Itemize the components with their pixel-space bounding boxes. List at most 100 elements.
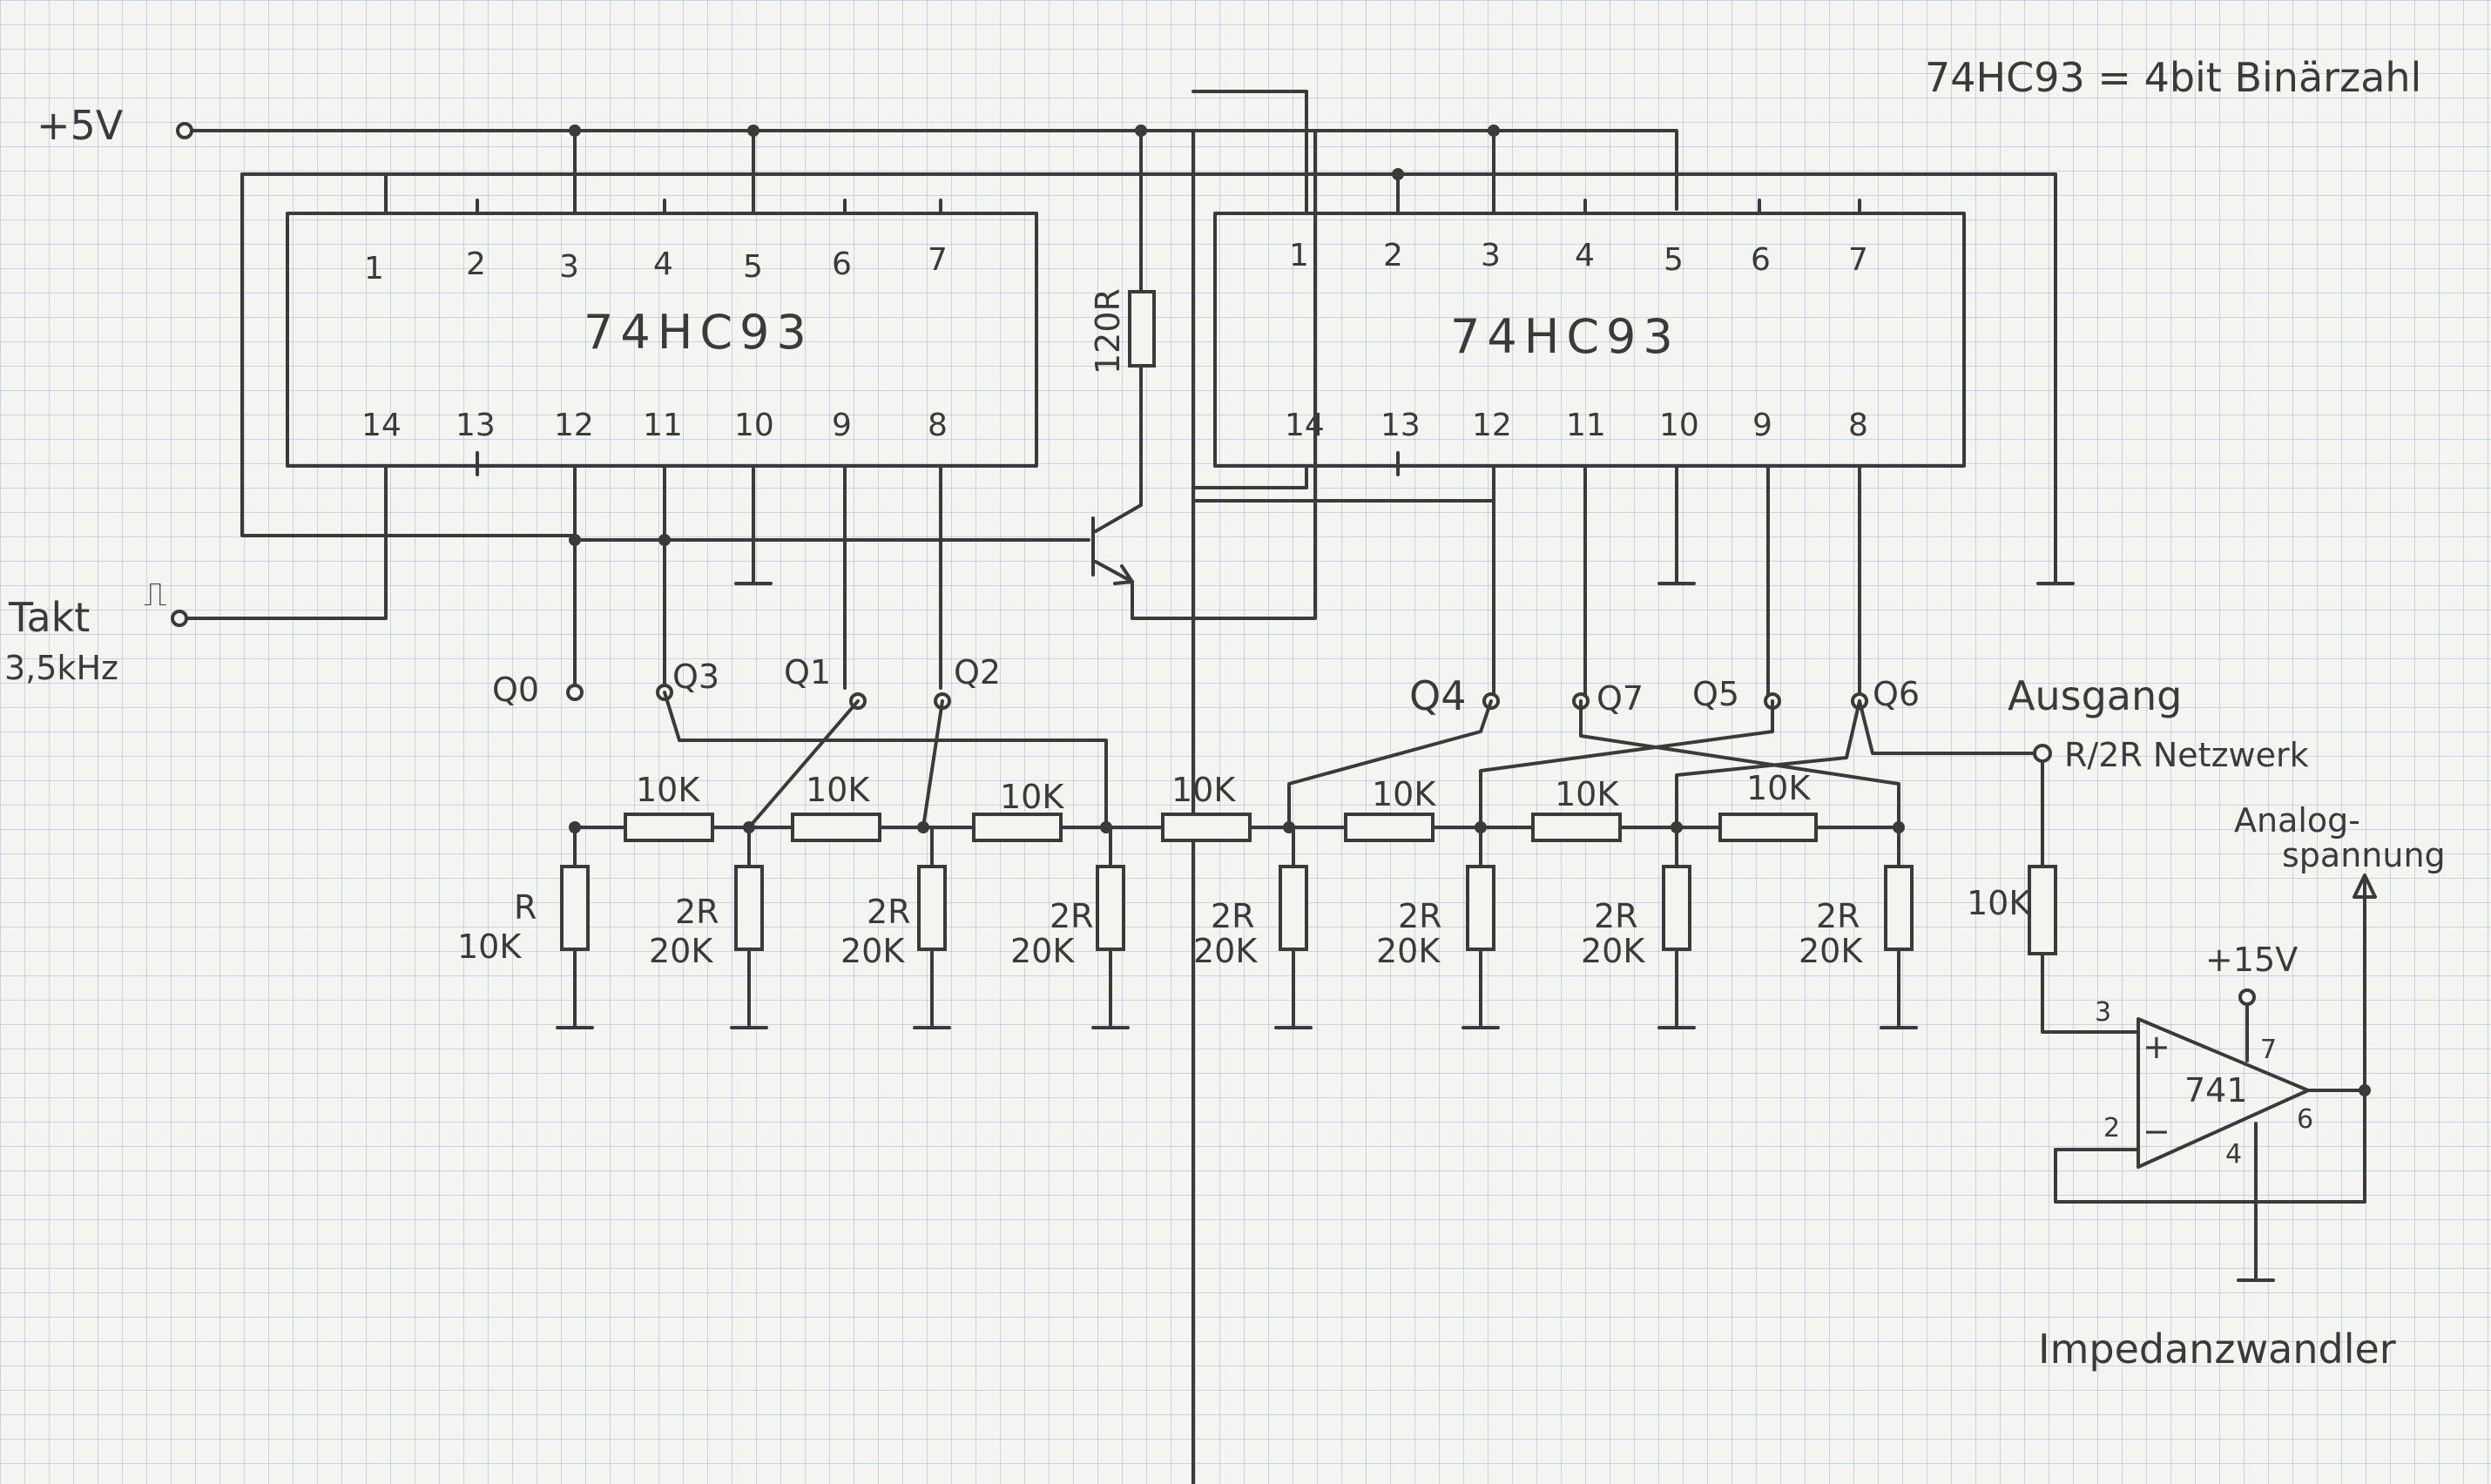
emitter-loop xyxy=(1131,129,1317,620)
opamp-name: 741 xyxy=(2184,1071,2248,1110)
shunt-6-name: 2R xyxy=(1594,897,1638,935)
chip2-pin-8: 8 xyxy=(1848,408,1868,443)
chip1-pin-11: 11 xyxy=(643,408,683,443)
chip1-pin-1: 1 xyxy=(364,251,384,287)
shunt-7-name: 2R xyxy=(1816,897,1860,935)
shunt-resistor-7 xyxy=(1884,865,1914,951)
supply-terminal xyxy=(176,122,193,139)
chip1-pin-6: 6 xyxy=(832,246,852,282)
chip2-pin-5: 5 xyxy=(1664,242,1684,278)
chip-74hc93-2 xyxy=(1213,212,1966,468)
chip1-pin-2: 2 xyxy=(466,246,486,282)
shunt-1-value: 20K xyxy=(649,932,713,970)
chip1-pin-4: 4 xyxy=(653,246,673,282)
output-label: Ausgang xyxy=(2008,672,2182,719)
chip2-pin-14: 14 xyxy=(1285,408,1325,443)
shunt-resistor-2 xyxy=(917,865,947,951)
supply-label: +5V xyxy=(37,102,124,149)
label-q0: Q0 xyxy=(492,671,539,709)
transistor-legs xyxy=(1094,503,1143,583)
shunt-2-value: 20K xyxy=(840,932,905,970)
label-q5: Q5 xyxy=(1692,675,1739,713)
shunt-r-name: R xyxy=(514,888,537,927)
chip2-name: 74HC93 xyxy=(1450,309,1680,364)
opamp-supply-terminal xyxy=(2238,988,2256,1006)
ladder-node xyxy=(917,821,929,833)
junction-dot xyxy=(658,534,671,546)
chip2-pin-10: 10 xyxy=(1659,408,1699,443)
wire-q4-to-node5 xyxy=(1287,699,1493,829)
ground-rail xyxy=(240,172,2057,585)
chip-74hc93-1 xyxy=(286,212,1038,468)
series-resistors: 10K 10K 10K 10K 10K 10K 10K xyxy=(624,769,1818,842)
opamp-minus: − xyxy=(2143,1112,2170,1150)
chip2-pin10-ground xyxy=(1657,464,1696,585)
chip2-top-pins: 1 2 3 4 5 6 7 xyxy=(1289,238,1868,278)
series-resistor-6 xyxy=(1531,813,1622,842)
chip2-pin-9: 9 xyxy=(1752,408,1772,443)
chip1-pin-13: 13 xyxy=(456,408,496,443)
chip2-pin-12: 12 xyxy=(1472,408,1512,443)
chip1-pin-9: 9 xyxy=(832,408,852,443)
shunt-resistor-1 xyxy=(734,865,764,951)
junction-dot xyxy=(1488,125,1500,137)
output-terminals: Q0 Q3 Q1 Q2 Q4 Q7 Q5 Q6 xyxy=(492,653,1920,719)
label-q4: Q4 xyxy=(1409,672,1466,719)
analog-label-2: spannung xyxy=(2282,836,2446,874)
shunt-3-name: 2R xyxy=(1050,897,1094,935)
shunt-2-name: 2R xyxy=(867,893,911,931)
opamp-pin-7: 7 xyxy=(2260,1035,2277,1065)
chip1-pin10-ground xyxy=(734,464,773,585)
output-terminal xyxy=(2033,744,2052,763)
transistor-emitter-arrow xyxy=(1113,564,1134,585)
series-resistor-7 xyxy=(1718,813,1818,842)
wire-q1-to-node2 xyxy=(747,699,860,829)
chip2-pin-2: 2 xyxy=(1383,238,1403,273)
junction-dot xyxy=(569,125,581,137)
chip1-top-stubs xyxy=(384,129,942,215)
shunt-5-name: 2R xyxy=(1398,897,1442,935)
resistor-120r xyxy=(1128,290,1156,368)
chip2-pin-11: 11 xyxy=(1566,408,1606,443)
label-q6: Q6 xyxy=(1873,675,1920,713)
opamp-plus: + xyxy=(2143,1028,2170,1066)
chip1-pin-10: 10 xyxy=(734,408,774,443)
chip1-bottom-pins: 14 13 12 11 10 9 8 xyxy=(361,408,948,443)
shunt-4-value: 20K xyxy=(1193,932,1258,970)
wire-q5-to-node6 xyxy=(1479,699,1774,829)
wire-q6-to-node7 xyxy=(1675,699,1861,829)
wire-q7-to-node8 xyxy=(1579,699,1900,829)
output-resistor-label: 10K xyxy=(1967,884,2031,922)
resistor-120r-label: 120R xyxy=(1089,288,1127,374)
chip2-pin-6: 6 xyxy=(1751,242,1771,278)
label-q3: Q3 xyxy=(672,658,719,696)
chip2-pin-3: 3 xyxy=(1481,238,1501,273)
series-resistor-5 xyxy=(1344,813,1435,842)
chip2-pin1-loop xyxy=(1191,90,1308,215)
chip1-top-pins: 1 2 3 4 5 6 7 xyxy=(364,242,948,287)
chip1-pin-7: 7 xyxy=(928,242,948,278)
shunt-4-name: 2R xyxy=(1211,897,1255,935)
shunt-resistor-4 xyxy=(1279,865,1308,951)
shunt-resistor-6 xyxy=(1662,865,1691,951)
clock-terminal xyxy=(171,610,188,627)
series-resistor-3 xyxy=(972,813,1063,842)
label-q1: Q1 xyxy=(784,653,831,691)
series-resistor-7-label: 10K xyxy=(1746,769,1811,807)
opamp-pin-3: 3 xyxy=(2095,997,2111,1028)
clock-frequency: 3,5kHz xyxy=(4,649,118,687)
label-q2: Q2 xyxy=(954,653,1001,691)
output-line xyxy=(1858,699,2040,755)
label-q7: Q7 xyxy=(1597,679,1644,718)
chip1-pin-14: 14 xyxy=(361,408,402,443)
chip2-pin-1: 1 xyxy=(1289,238,1309,273)
opamp-pin-4: 4 xyxy=(2225,1139,2242,1170)
chip2-top-stubs xyxy=(1396,129,1861,215)
series-resistor-1 xyxy=(624,813,714,842)
junction-dot xyxy=(1135,125,1147,137)
analog-label-1: Analog- xyxy=(2234,801,2360,840)
series-resistor-4-label: 10K xyxy=(1171,771,1236,809)
rail-to-chip2-pin5 xyxy=(1191,129,1678,211)
chip1-name: 74HC93 xyxy=(584,305,813,360)
